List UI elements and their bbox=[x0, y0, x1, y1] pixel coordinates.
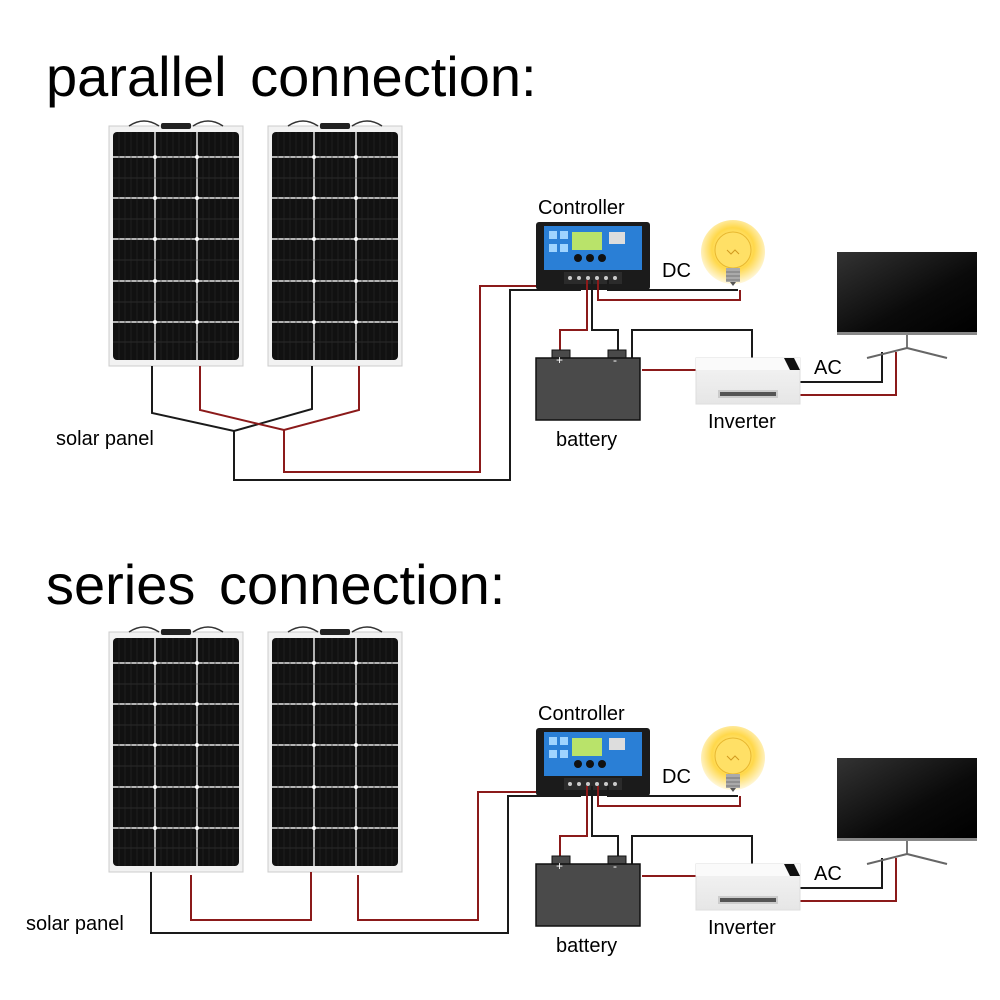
inverter-label: Inverter bbox=[708, 411, 776, 433]
controller-label: Controller bbox=[538, 703, 625, 725]
solar-panel-1 bbox=[108, 120, 244, 367]
parallel-diagram: solar panel Controller DC + - battery In… bbox=[56, 120, 978, 481]
charge-controller bbox=[536, 222, 650, 290]
battery-label: battery bbox=[556, 935, 617, 957]
tv-icon bbox=[836, 757, 978, 865]
solar-panel-2 bbox=[267, 120, 403, 367]
light-bulb-icon bbox=[700, 219, 766, 287]
battery-icon bbox=[535, 855, 641, 927]
charge-controller bbox=[536, 728, 650, 796]
parallel-heading: parallel connection: bbox=[46, 45, 537, 108]
battery-icon bbox=[535, 349, 641, 421]
solar-panel-label: solar panel bbox=[56, 428, 154, 450]
tv-icon bbox=[836, 251, 978, 359]
controller-load-wires bbox=[559, 280, 897, 396]
dc-label: DC bbox=[662, 260, 691, 282]
solar-panel-2 bbox=[267, 626, 403, 873]
solar-panel-1 bbox=[108, 626, 244, 873]
inverter-icon bbox=[695, 863, 801, 911]
battery-label: battery bbox=[556, 429, 617, 451]
ac-label: AC bbox=[814, 357, 842, 379]
inverter-label: Inverter bbox=[708, 917, 776, 939]
solar-panel-label: solar panel bbox=[26, 913, 124, 935]
series-diagram: solar panel Controller DC + - battery In… bbox=[26, 626, 978, 957]
battery-positive-terminal: + bbox=[556, 353, 563, 367]
ac-label: AC bbox=[814, 863, 842, 885]
series-heading: series connection: bbox=[46, 553, 506, 616]
controller-label: Controller bbox=[538, 197, 625, 219]
inverter-icon bbox=[695, 357, 801, 405]
dc-label: DC bbox=[662, 766, 691, 788]
light-bulb-icon bbox=[700, 725, 766, 793]
battery-positive-terminal: + bbox=[556, 859, 563, 873]
controller-load-wires bbox=[559, 786, 897, 902]
battery-negative-terminal: - bbox=[613, 353, 617, 367]
battery-negative-terminal: - bbox=[613, 859, 617, 873]
